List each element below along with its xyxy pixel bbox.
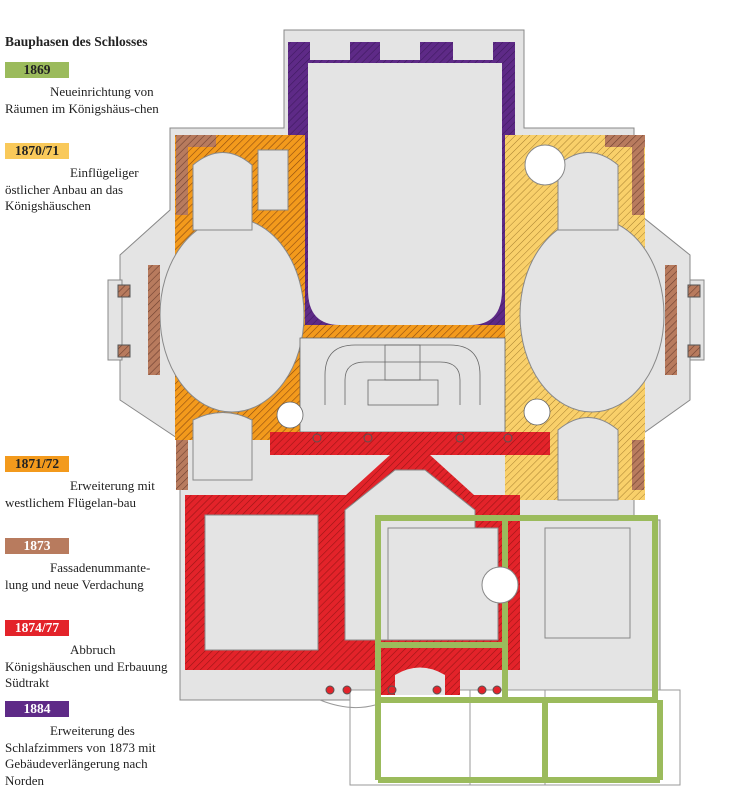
legend-description: Erweiterung mit westlichem Flügelan-bau bbox=[5, 478, 155, 510]
phase-1869-walls bbox=[375, 515, 663, 783]
inner-rooms bbox=[387, 527, 631, 641]
year-badge: 1871/72 bbox=[5, 456, 69, 472]
legend-description: Fassadenummante-lung und neue Verdachung bbox=[5, 560, 151, 592]
south-annex bbox=[319, 689, 681, 786]
year-badge: 1870/71 bbox=[5, 143, 69, 159]
phase-1884-walls bbox=[288, 40, 515, 330]
year-badge: 1874/77 bbox=[5, 620, 69, 636]
year-badge: 1884 bbox=[5, 701, 69, 717]
legend-entry-1884: 1884 Erweiterung des Schlafzimmers von 1… bbox=[5, 701, 170, 789]
staircase bbox=[276, 337, 551, 433]
legend-entry-1869: 1869 Neueinrichtung von Räumen im Königs… bbox=[5, 62, 170, 117]
legend-description: Abbruch Königshäuschen und Erbauung Südt… bbox=[5, 642, 168, 690]
legend-title: Bauphasen des Schlosses bbox=[5, 34, 148, 49]
legend-description: Neueinrichtung von Räumen im Königshäus-… bbox=[5, 84, 159, 116]
phase-1871-72-walls bbox=[159, 135, 505, 481]
year-badge: 1869 bbox=[5, 62, 69, 78]
phase-1873-walls bbox=[117, 135, 701, 490]
legend-description: Einflügeliger östlicher Anbau an das Kön… bbox=[5, 165, 139, 213]
year-badge: 1873 bbox=[5, 538, 69, 554]
legend-description: Erweiterung des Schlafzimmers von 1873 m… bbox=[5, 723, 156, 788]
legend-entry-1874-77: 1874/77 Abbruch Königshäuschen und Erbau… bbox=[5, 620, 170, 692]
legend-entry-1870-71: 1870/71 Einflügeliger östlicher Anbau an… bbox=[5, 143, 170, 215]
legend-entry-1873: 1873 Fassadenummante-lung und neue Verda… bbox=[5, 538, 160, 593]
legend-entry-1871-72: 1871/72 Erweiterung mit westlichem Flüge… bbox=[5, 456, 170, 511]
